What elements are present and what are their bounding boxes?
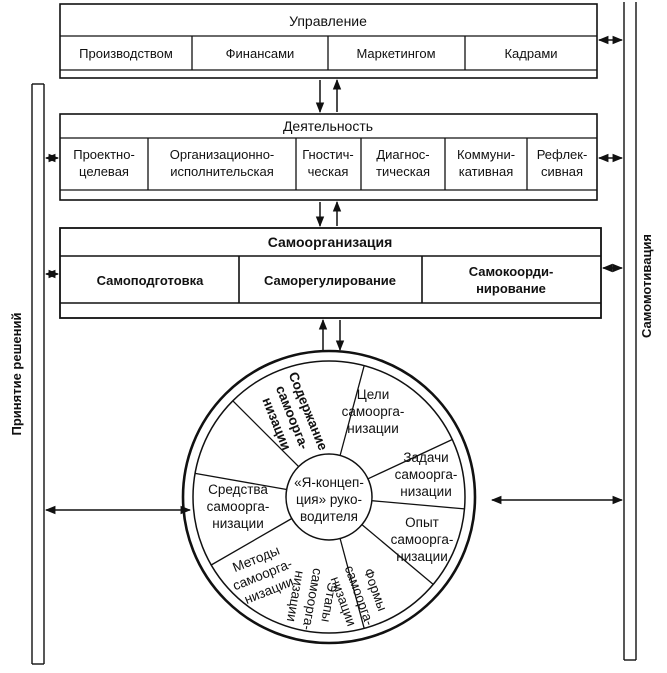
sector-goals-l3: низации — [347, 421, 399, 436]
sector-tasks-l3: низации — [400, 484, 452, 499]
sector-means-l3: низации — [212, 516, 264, 531]
sector-tasks-l2: самоорга- — [395, 467, 458, 482]
wheel-sector-stages: Этапы самоорга- низации — [284, 567, 340, 631]
activity-box — [59, 113, 598, 201]
activity-item-gnostic-l2: ческая — [308, 164, 349, 179]
activity-item-reflexive-l1: Рефлек- — [537, 147, 588, 162]
wheel-center-l1: «Я-концеп- — [294, 475, 364, 490]
sector-means-l2: самоорга- — [207, 499, 270, 514]
activity-item-communicative-l2: кативная — [459, 164, 514, 179]
wheel-center-l2: ция» руко- — [296, 492, 362, 507]
activity-item-gnostic-l1: Гностич- — [302, 147, 354, 162]
wheel-sector-experience: Опыт самоорга- низации — [391, 515, 454, 564]
sector-tasks-l1: Задачи — [403, 450, 448, 465]
wheel-sector-methods: Методы самоорга- низации — [230, 543, 295, 607]
concept-wheel — [181, 349, 477, 645]
wheel-spoke — [371, 500, 465, 510]
management-item-finance: Финансами — [226, 46, 295, 61]
wheel-center-l3: водителя — [300, 509, 358, 524]
wheel-spoke — [339, 538, 365, 629]
sector-goals-l1: Цели — [357, 387, 389, 402]
wheel-spoke — [194, 472, 287, 491]
wheel-sector-goals: Цели самоорга- низации — [342, 387, 405, 436]
right-side-bar — [623, 2, 637, 661]
activity-item-diagnostic-l2: тическая — [376, 164, 430, 179]
activity-title: Деятельность — [283, 118, 373, 134]
left-side-bar — [31, 83, 45, 665]
wheel-sector-forms: Формы самоорга- низации — [328, 563, 390, 628]
side-label-right: Самомотивация — [639, 234, 654, 338]
wheel-spoke — [361, 524, 434, 585]
sector-experience-l1: Опыт — [405, 515, 439, 530]
sector-goals-l2: самоорга- — [342, 404, 405, 419]
selforg-title: Самоорганизация — [268, 234, 393, 250]
activity-item-project-l2: целевая — [79, 164, 129, 179]
side-connectors — [44, 35, 624, 515]
sector-stages-l1: Этапы — [318, 581, 340, 623]
wheel-spoke — [232, 400, 300, 468]
management-title: Управление — [289, 13, 367, 29]
wheel-sector-tasks: Задачи самоорга- низации — [395, 450, 458, 499]
activity-item-project-l1: Проектно- — [73, 147, 135, 162]
selforg-box — [59, 227, 602, 319]
sector-experience-l3: низации — [396, 549, 448, 564]
activity-item-diagnostic-l1: Диагнос- — [376, 147, 429, 162]
activity-item-organizational-l1: Организационно- — [170, 147, 275, 162]
management-box — [59, 3, 598, 79]
activity-item-communicative-l1: Коммуни- — [457, 147, 515, 162]
selforg-item-selfreg: Саморегулирование — [264, 273, 396, 288]
wheel-spoke — [339, 365, 365, 456]
wheel-spokes — [194, 365, 465, 629]
wheel-spoke — [210, 517, 293, 566]
activity-item-reflexive-l2: сивная — [541, 164, 583, 179]
side-label-left: Принятие решений — [9, 313, 24, 436]
management-item-production: Производством — [79, 46, 173, 61]
sector-means-l1: Средства — [208, 482, 268, 497]
wheel-sector-content: Содержание самоорга- низации — [259, 370, 331, 453]
selforg-item-selfcoord-l1: Самокоорди- — [469, 264, 554, 279]
wheel-spoke — [367, 438, 453, 480]
selforg-item-selfprep: Самоподготовка — [97, 273, 205, 288]
activity-item-organizational-l2: исполнительская — [170, 164, 273, 179]
management-item-marketing: Маркетингом — [356, 46, 435, 61]
connector-arrows — [315, 78, 345, 352]
selforg-item-selfcoord-l2: нирование — [476, 281, 546, 296]
sector-experience-l2: самоорга- — [391, 532, 454, 547]
management-item-personnel: Кадрами — [504, 46, 557, 61]
wheel-sector-means: Средства самоорга- низации — [207, 482, 270, 531]
